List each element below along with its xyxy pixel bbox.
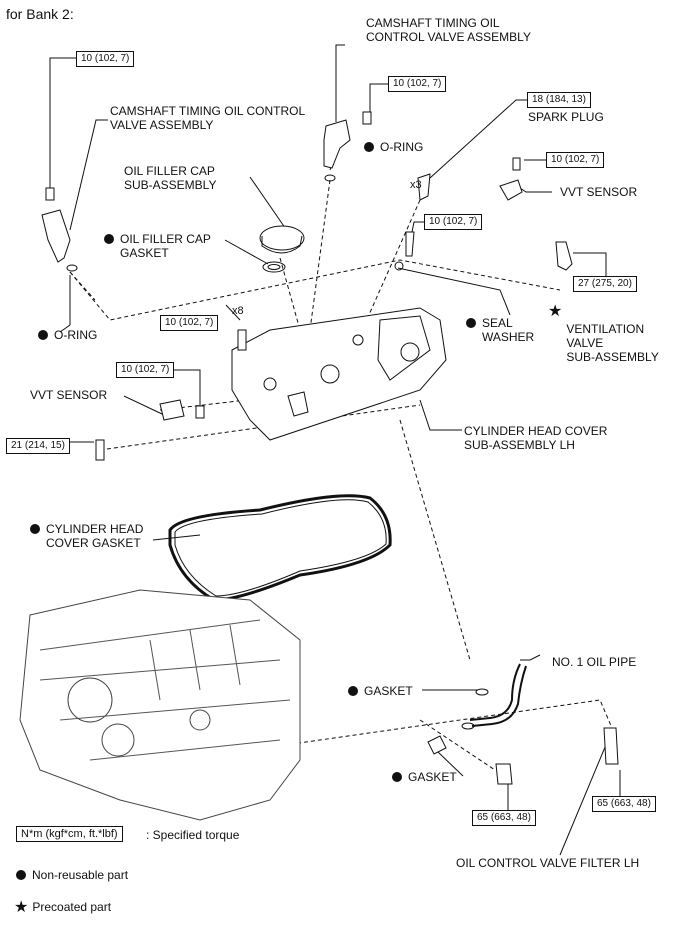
torque-box: 10 (102, 7): [546, 152, 605, 168]
label-x3: x3: [410, 179, 422, 191]
legend-torque-box: N*m (kgf*cm, ft.*lbf): [16, 826, 123, 842]
label-vvt-sensor-left: VVT SENSOR: [30, 388, 108, 402]
torque-box: 65 (663, 48): [592, 796, 656, 812]
legend-torque-desc: : Specified torque: [146, 828, 240, 842]
nonreusable-dot-icon: [364, 142, 374, 152]
torque-box: 27 (275, 20): [573, 276, 637, 292]
nonreusable-dot-icon: [466, 318, 476, 328]
label-cam-valve-top: CAMSHAFT TIMING OIL CONTROL VALVE ASSEMB…: [366, 16, 531, 44]
nonreusable-dot-icon: [392, 772, 402, 782]
torque-box: 18 (184, 13): [527, 92, 591, 108]
nonreusable-dot-icon: [30, 524, 40, 534]
torque-box: 10 (102, 7): [160, 315, 219, 331]
label-gasket-upper: GASKET: [348, 684, 413, 698]
label-no1-oil-pipe: NO. 1 OIL PIPE: [552, 655, 637, 669]
nonreusable-dot-icon: [348, 686, 358, 696]
precoated-star-icon: ★: [14, 899, 29, 916]
label-cam-valve-left: CAMSHAFT TIMING OIL CONTROL VALVE ASSEMB…: [110, 104, 306, 132]
label-vvt-sensor-right: VVT SENSOR: [560, 185, 638, 199]
label-oring-top: O-RING: [364, 140, 423, 154]
torque-box: 10 (102, 7): [424, 214, 483, 230]
nonreusable-dot-icon: [104, 234, 114, 244]
precoated-star-icon: ★: [548, 303, 563, 320]
legend-precoated: ★Precoated part: [14, 899, 112, 916]
label-cylinder-head-cover: CYLINDER HEAD COVER SUB-ASSEMBLY LH: [464, 424, 608, 452]
label-x8: x8: [232, 305, 244, 317]
label-seal-washer: SEAL WASHER: [466, 316, 534, 344]
label-ventilation-valve: ★VENTILATION VALVE SUB-ASSEMBLY: [548, 303, 659, 365]
label-oring-left: O-RING: [38, 328, 97, 342]
label-cylinder-head-gasket: CYLINDER HEAD COVER GASKET: [30, 522, 143, 550]
page-header: for Bank 2:: [6, 6, 74, 22]
torque-box: 21 (214, 15): [6, 438, 70, 454]
torque-box: 65 (663, 48): [472, 810, 536, 826]
nonreusable-dot-icon: [38, 330, 48, 340]
legend-nonreusable: Non-reusable part: [16, 868, 128, 882]
label-gasket-lower: GASKET: [392, 770, 457, 784]
leader-line: [49, 57, 76, 190]
nonreusable-dot-icon: [16, 870, 26, 880]
label-oil-filler-cap: OIL FILLER CAP SUB-ASSEMBLY: [124, 164, 217, 192]
label-spark-plug: SPARK PLUG: [528, 110, 604, 124]
label-oil-filler-gasket: OIL FILLER CAP GASKET: [104, 232, 211, 260]
torque-box: 10 (102, 7): [76, 51, 135, 67]
torque-box: 10 (102, 7): [116, 362, 175, 378]
label-oil-control-valve-filter: OIL CONTROL VALVE FILTER LH: [456, 856, 640, 870]
torque-box: 10 (102, 7): [388, 76, 447, 92]
